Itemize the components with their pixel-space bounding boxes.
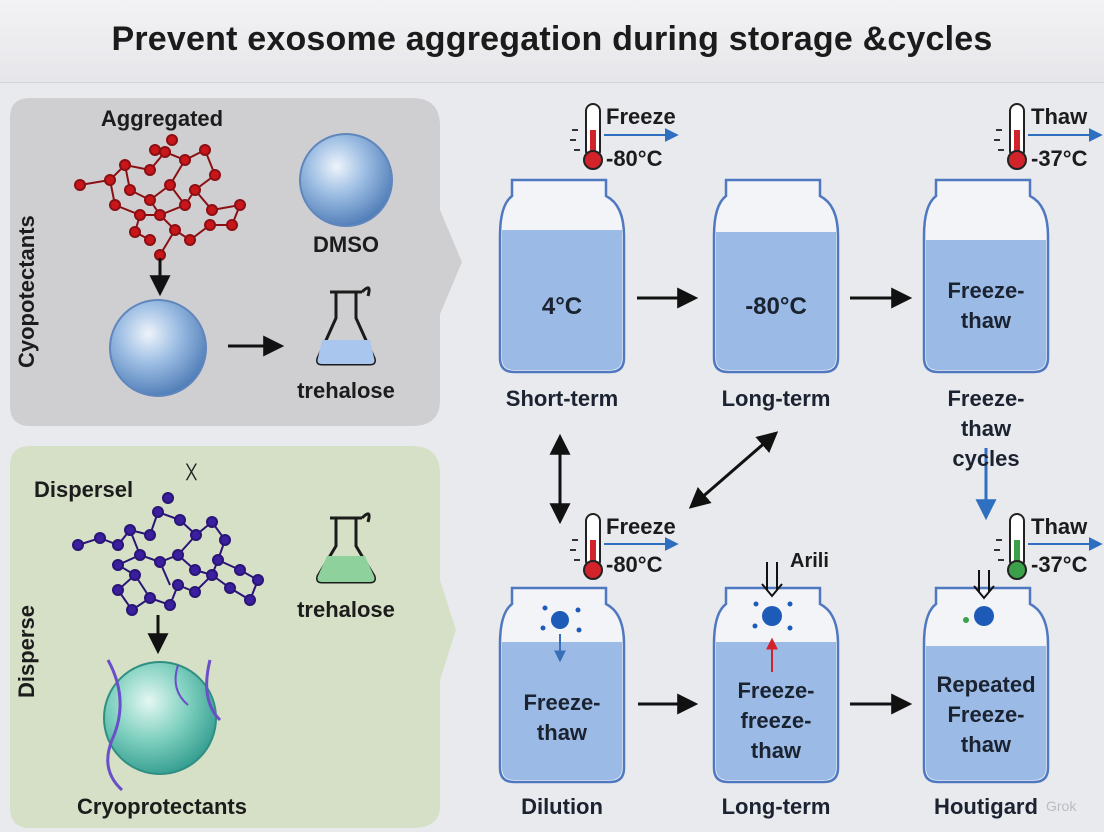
jar-5-text: Freeze- freeze- thaw (737, 678, 815, 763)
vesicle-icon (109, 299, 207, 397)
jar-short-term (498, 178, 626, 374)
aggregated-label: Aggregated (100, 106, 224, 131)
cryoprotectants-side-label: Cyopotectants (14, 215, 39, 368)
caption-dilution: Dilution (521, 794, 603, 819)
dmso-vesicle-icon (299, 133, 393, 227)
flask-icon (316, 286, 376, 366)
jar-dilution (498, 586, 626, 784)
cryoprotectants-label: Cryoprotectants (77, 794, 247, 819)
thermo-1-temp: -80°C (606, 146, 663, 171)
cryoprotected-vesicle-icon (103, 659, 222, 792)
dispersed-network-icon (72, 492, 264, 616)
thermo-3-action: Freeze (606, 514, 676, 539)
arrow-diagonal (688, 431, 779, 509)
dispersed-mark: ᚷ (186, 462, 197, 482)
annotation-label: Arili (790, 550, 829, 572)
thermo-4-temp: -37°C (1031, 552, 1088, 577)
jar-2-text: -80°C (745, 293, 807, 320)
jar-3-text: Freeze- thaw (947, 278, 1025, 333)
caption-short-term: Short-term (505, 386, 619, 411)
thermo-2-action: Thaw (1031, 104, 1088, 129)
jar-1-text: 4°C (541, 293, 583, 320)
aggregated-network-icon (74, 134, 246, 261)
page-title: Prevent exosome aggregation during stora… (111, 20, 993, 58)
left-top-panel-bg (10, 98, 462, 426)
thermo-1-action: Freeze (606, 104, 676, 129)
dispersed-label: Dispersel (34, 477, 134, 502)
flask-green-icon (316, 512, 376, 584)
caption-houtigard: Houtigard (934, 794, 1038, 819)
thermo-4-action: Thaw (1031, 514, 1088, 539)
caption-freeze-thaw-cycles: Freeze-thaw cycles (947, 386, 1025, 471)
trehalose-label-top: trehalose (297, 378, 395, 403)
caption-long-term-2: Long-term (721, 794, 831, 819)
jar-6-text: Repeated Freeze- thaw (936, 672, 1036, 757)
jar-4-text: Freeze- thaw (523, 690, 601, 745)
watermark: Grok (1046, 798, 1077, 814)
jar-long-term (712, 178, 840, 374)
left-bottom-panel-bg (10, 446, 456, 828)
thermo-2-temp: -37°C (1031, 146, 1088, 171)
disperse-side-label: Disperse (14, 605, 39, 698)
title-bar: Prevent exosome aggregation during stora… (0, 0, 1104, 83)
thermo-3-temp: -80°C (606, 552, 663, 577)
dmso-label: DMSO (313, 232, 379, 257)
trehalose-label-bottom: trehalose (297, 597, 395, 622)
caption-long-term: Long-term (721, 386, 831, 411)
